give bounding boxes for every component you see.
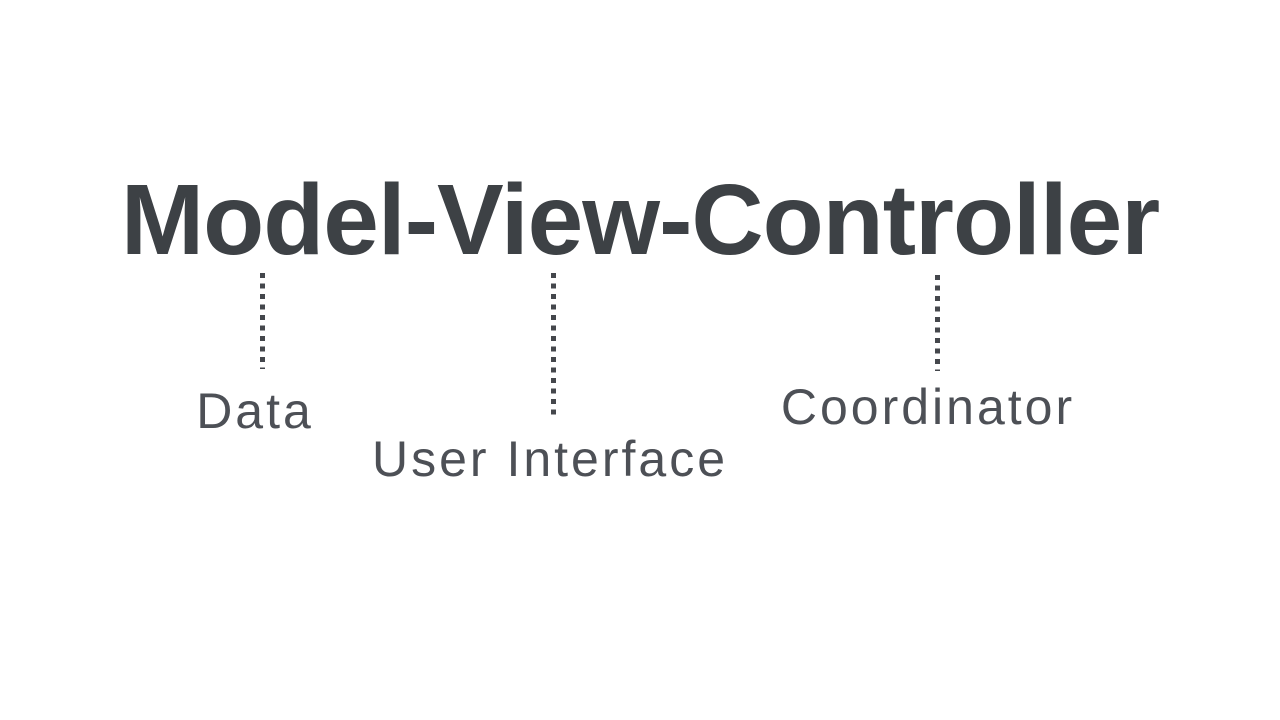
label-coordinator: Coordinator [780, 379, 1076, 435]
dotted-connector-controller-to-coordinator [935, 275, 940, 371]
label-data: Data [196, 383, 314, 439]
dotted-connector-view-to-user-interface [551, 273, 556, 418]
label-user-interface: User Interface [371, 431, 729, 487]
diagram-title: Model-View-Controller [120, 164, 1160, 276]
dotted-connector-model-to-data [260, 273, 265, 369]
